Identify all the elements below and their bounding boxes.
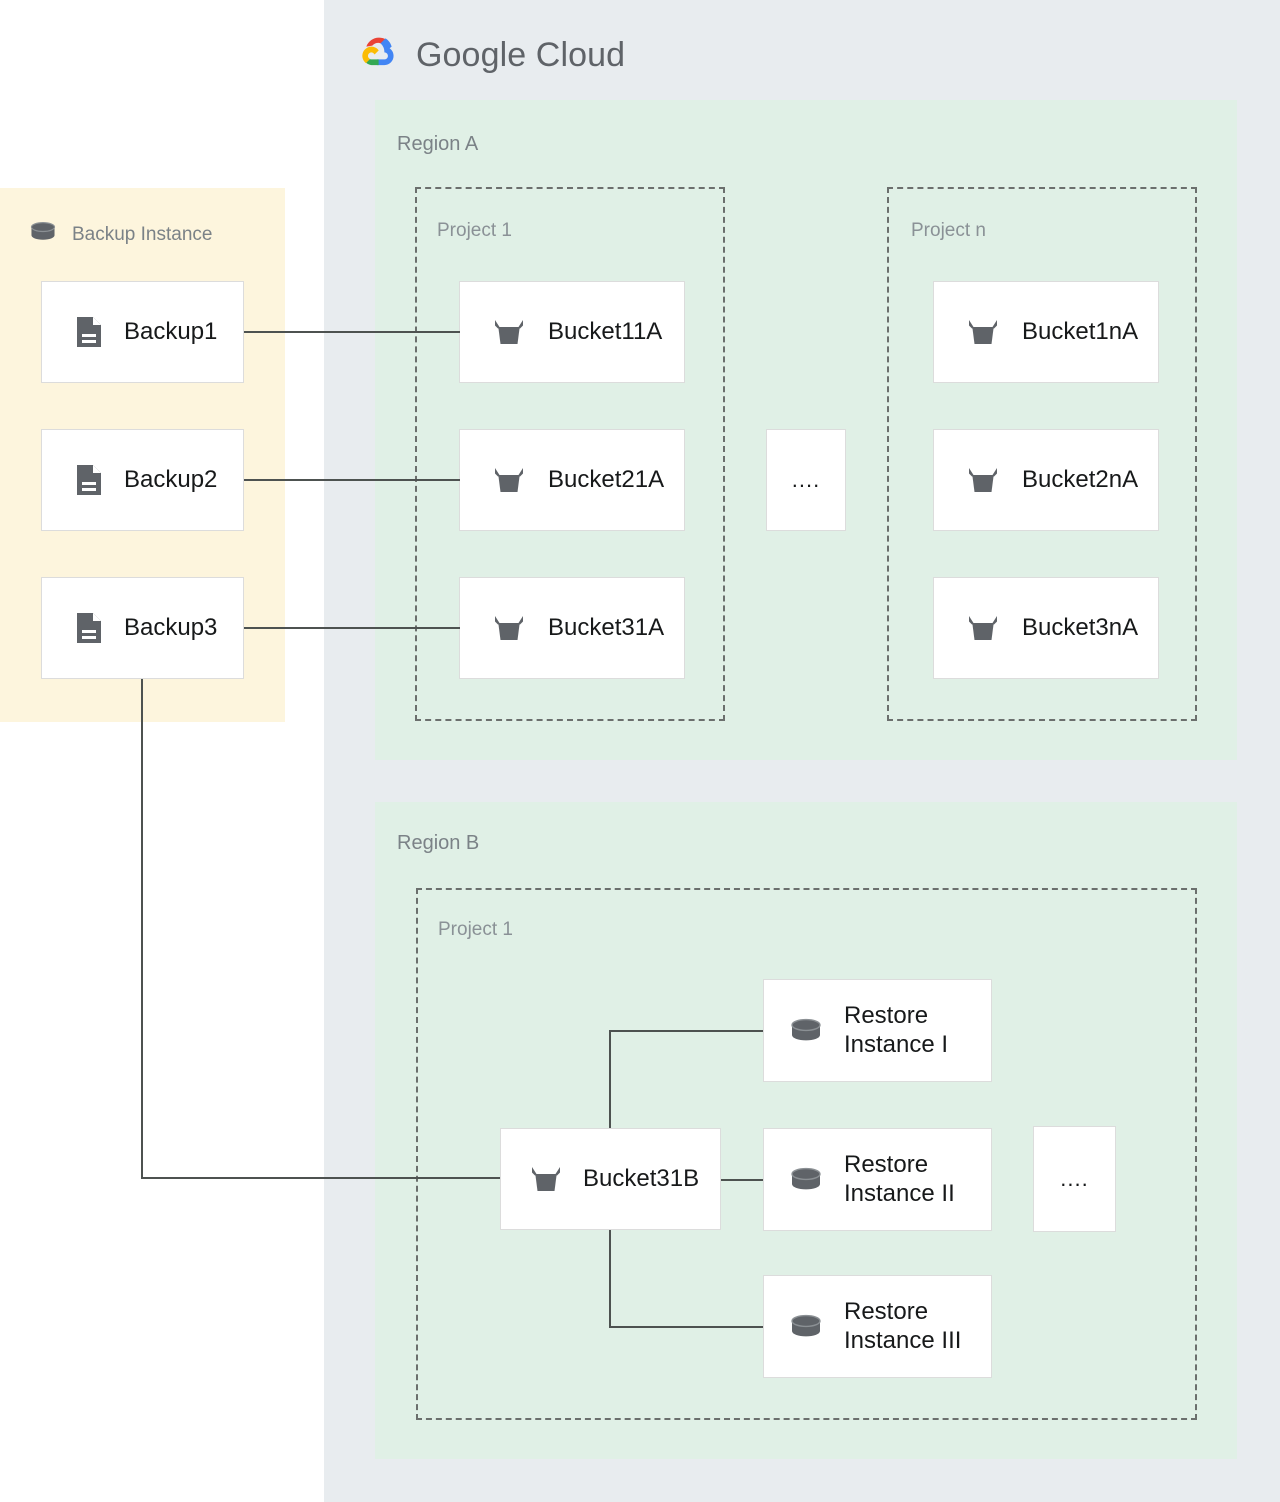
bucket-card-label: Bucket2nA	[1022, 465, 1139, 493]
connector-bucket31b-to-restore-i-vertical	[609, 1030, 611, 1130]
bucket-card-bucket3na[interactable]: Bucket3nA	[933, 577, 1159, 679]
bucket-card-label: Bucket31B	[583, 1164, 700, 1192]
bucket-card-bucket31b[interactable]: Bucket31B	[500, 1128, 721, 1230]
region-b-ellipsis-label: ....	[1060, 1166, 1089, 1191]
storage-bucket-icon	[529, 1163, 563, 1195]
region-a-title: Region A	[397, 133, 479, 155]
storage-bucket-icon	[966, 464, 1000, 496]
restore-instance-card-ii[interactable]: Restore Instance II	[763, 1128, 992, 1231]
backup-card-label: Backup1	[124, 317, 218, 345]
region-b-title: Region B	[397, 832, 480, 854]
region-a-ellipsis-label: ....	[791, 467, 821, 492]
storage-bucket-icon	[492, 464, 526, 496]
connector-bucket31b-to-restore-iii-vertical	[609, 1228, 611, 1328]
connector-bucket31b-to-restore-i-horizontal	[609, 1030, 765, 1032]
connector-bucket31b-to-restore-ii	[721, 1179, 765, 1181]
region-a-project-n-title: Project n	[911, 220, 986, 241]
bucket-card-bucket31a[interactable]: Bucket31A	[459, 577, 685, 679]
bucket-card-label: Bucket1nA	[1022, 317, 1139, 345]
restore-instance-card-iii[interactable]: Restore Instance III	[763, 1275, 992, 1378]
region-a-project-1-title: Project 1	[437, 220, 512, 241]
bucket-card-bucket11a[interactable]: Bucket11A	[459, 281, 685, 383]
connector-backup3-to-bucket31b-vertical	[141, 679, 143, 1179]
document-file-icon	[74, 611, 104, 645]
restore-instance-label: Restore Instance II	[844, 1151, 955, 1207]
region-a-project-1-container	[415, 187, 725, 721]
brand-word-google: Google	[416, 36, 527, 74]
bucket-card-bucket2na[interactable]: Bucket2nA	[933, 429, 1159, 531]
google-cloud-logo-icon	[356, 30, 402, 81]
google-cloud-wordmark: Google Cloud	[416, 36, 625, 75]
bucket-card-label: Bucket11A	[548, 317, 663, 345]
backup-card-backup3[interactable]: Backup3	[41, 577, 244, 679]
region-b-project-1-title: Project 1	[438, 919, 513, 940]
region-b-ellipsis-card: ....	[1033, 1126, 1116, 1232]
database-cylinder-icon	[786, 1310, 826, 1344]
backup-card-backup1[interactable]: Backup1	[41, 281, 244, 383]
document-file-icon	[74, 463, 104, 497]
backup-instance-title: Backup Instance	[72, 223, 213, 245]
connector-backup3-to-bucket31b-horizontal	[141, 1177, 501, 1179]
bucket-card-label: Bucket21A	[548, 465, 665, 493]
connector-bucket31b-to-restore-iii-horizontal	[609, 1326, 765, 1328]
backup-card-backup2[interactable]: Backup2	[41, 429, 244, 531]
bucket-card-bucket1na[interactable]: Bucket1nA	[933, 281, 1159, 383]
bucket-card-label: Bucket31A	[548, 613, 665, 641]
document-file-icon	[74, 315, 104, 349]
region-b-project-1-container	[416, 888, 1197, 1420]
database-cylinder-icon	[786, 1163, 826, 1197]
database-cylinder-icon	[786, 1014, 826, 1048]
storage-bucket-icon	[966, 316, 1000, 348]
database-cylinder-icon	[26, 218, 60, 251]
storage-bucket-icon	[966, 612, 1000, 644]
connector-backup1-to-bucket11a	[244, 331, 460, 333]
backup-instance-header: Backup Instance	[26, 218, 212, 251]
brand-word-cloud: Cloud	[535, 36, 626, 74]
bucket-card-label: Bucket3nA	[1022, 613, 1139, 641]
google-cloud-brand: Google Cloud	[356, 30, 625, 81]
storage-bucket-icon	[492, 316, 526, 348]
connector-backup2-to-bucket21a	[244, 479, 460, 481]
bucket-card-bucket21a[interactable]: Bucket21A	[459, 429, 685, 531]
backup-card-label: Backup3	[124, 613, 218, 641]
backup-card-label: Backup2	[124, 465, 218, 493]
restore-instance-label: Restore Instance III	[844, 1298, 962, 1354]
region-a-ellipsis-card: ....	[766, 429, 846, 531]
restore-instance-label: Restore Instance I	[844, 1002, 949, 1058]
restore-instance-card-i[interactable]: Restore Instance I	[763, 979, 992, 1082]
storage-bucket-icon	[492, 612, 526, 644]
region-a-project-n-container	[887, 187, 1197, 721]
connector-backup3-to-bucket31a	[244, 627, 460, 629]
